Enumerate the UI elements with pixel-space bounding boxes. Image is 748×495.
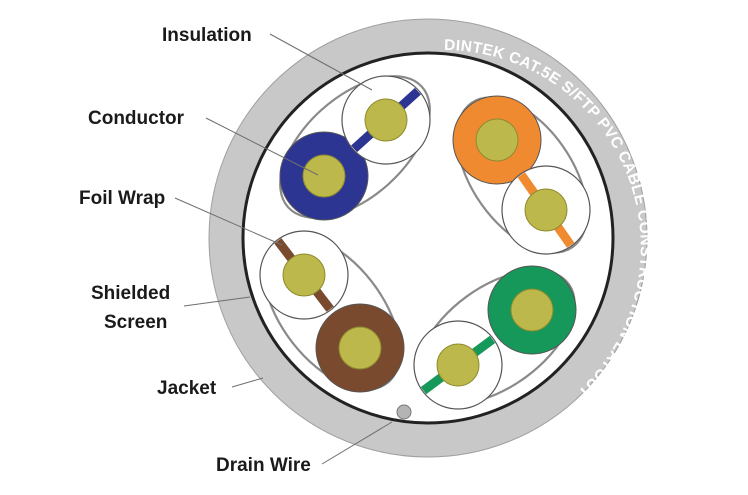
leader-insulation bbox=[269, 33, 373, 91]
conductor bbox=[338, 326, 382, 370]
conductor bbox=[282, 253, 326, 297]
leader-lines bbox=[174, 33, 393, 465]
label-foil-wrap: Foil Wrap bbox=[79, 188, 165, 209]
label-drain-wire: Drain Wire bbox=[216, 455, 311, 476]
label-shielded-screen-line2: Screen bbox=[104, 312, 167, 333]
conductor bbox=[524, 188, 568, 232]
label-jacket: Jacket bbox=[157, 378, 217, 399]
brown-pair bbox=[259, 230, 405, 393]
label-shielded-screen-line1: Shielded bbox=[91, 283, 170, 304]
label-conductor: Conductor bbox=[88, 108, 185, 129]
leader-conductor bbox=[205, 117, 319, 176]
blue-pair bbox=[279, 75, 431, 221]
conductor bbox=[510, 288, 554, 332]
label-insulation: Insulation bbox=[162, 25, 252, 46]
leader-shielded-screen bbox=[183, 296, 251, 307]
twisted-pairs bbox=[259, 75, 591, 410]
drain-wire bbox=[396, 404, 412, 420]
conductor bbox=[475, 118, 519, 162]
leader-drain-wire bbox=[321, 421, 393, 465]
conductor bbox=[436, 343, 480, 387]
conductor bbox=[364, 98, 408, 142]
green-pair bbox=[413, 265, 577, 410]
leader-jacket bbox=[231, 377, 264, 388]
conductor bbox=[302, 154, 346, 198]
orange-pair bbox=[452, 95, 591, 255]
leader-foil-wrap bbox=[174, 197, 283, 246]
